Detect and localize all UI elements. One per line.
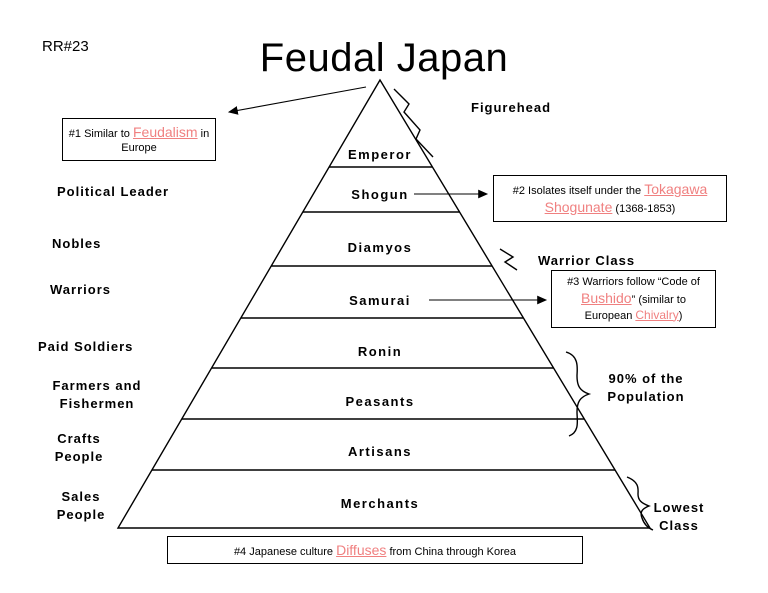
note1-term-feudalism[interactable]: Feudalism [132, 124, 198, 140]
note-feudalism: #1 Similar to Feudalism in Europe [62, 118, 216, 161]
tier-samurai: Samurai [349, 293, 411, 308]
label-lowest-class: Lowest Class [653, 500, 705, 534]
label-warriors: Warriors [50, 282, 111, 297]
note-bushido: #3 Warriors follow “Code of Bushido” (si… [551, 270, 716, 329]
note1-suffix: in Europe [121, 128, 210, 155]
note4-suffix: from China through Korea [386, 546, 517, 558]
note2-text: #2 Isolates itself under the [512, 185, 645, 197]
note3-text: #3 Warriors follow “Code of [567, 276, 700, 288]
note3-mid: ” (similar to European [584, 294, 686, 322]
label-sales-people: Sales People [56, 489, 106, 523]
brace-lowest-class [626, 476, 654, 531]
label-population: 90% of the Population [607, 371, 685, 405]
tier-peasants: Peasants [345, 394, 415, 409]
brace-warrior-class [499, 248, 518, 271]
note2-suffix: (1368-1853) [612, 203, 676, 216]
brace-population [565, 351, 592, 437]
label-warrior-class: Warrior Class [538, 253, 636, 268]
note-shogunate: #2 Isolates itself under the Tokagawa Sh… [493, 175, 727, 222]
tier-emperor: Emperor [348, 147, 412, 162]
label-paid-soldiers: Paid Soldiers [38, 339, 134, 354]
tier-ronin: Ronin [357, 344, 403, 359]
note3-term-chivalry[interactable]: Chivalry [635, 307, 679, 322]
label-nobles: Nobles [52, 236, 102, 251]
brace-figurehead [393, 88, 434, 158]
tier-artisans: Artisans [347, 444, 413, 459]
tier-shogun: Shogun [351, 187, 409, 202]
note-diffusion: #4 Japanese culture Diffuses from China … [167, 536, 583, 565]
note3-suffix: ) [678, 309, 683, 322]
label-crafts-people: Crafts People [54, 431, 104, 465]
note2-term-tokagawa-shogunate[interactable]: Tokagawa Shogunate [544, 181, 708, 216]
pyramid-outline [116, 78, 652, 529]
label-political-leader: Political Leader [57, 184, 170, 199]
label-farmers-fishermen: Farmers and Fishermen [52, 378, 142, 412]
tier-merchants: Merchants [340, 496, 420, 511]
note3-term-bushido[interactable]: Bushido [581, 290, 632, 307]
note1-text: #1 Similar to [68, 128, 133, 140]
note4-term-diffuses[interactable]: Diffuses [336, 542, 387, 558]
arrow-to-note1 [227, 86, 367, 115]
note4-text: #4 Japanese culture [233, 546, 337, 558]
page-title: Feudal Japan [259, 36, 509, 80]
label-figurehead: Figurehead [471, 100, 552, 115]
tier-diamyos: Diamyos [347, 240, 413, 255]
ref-code: RR#23 [42, 38, 89, 55]
